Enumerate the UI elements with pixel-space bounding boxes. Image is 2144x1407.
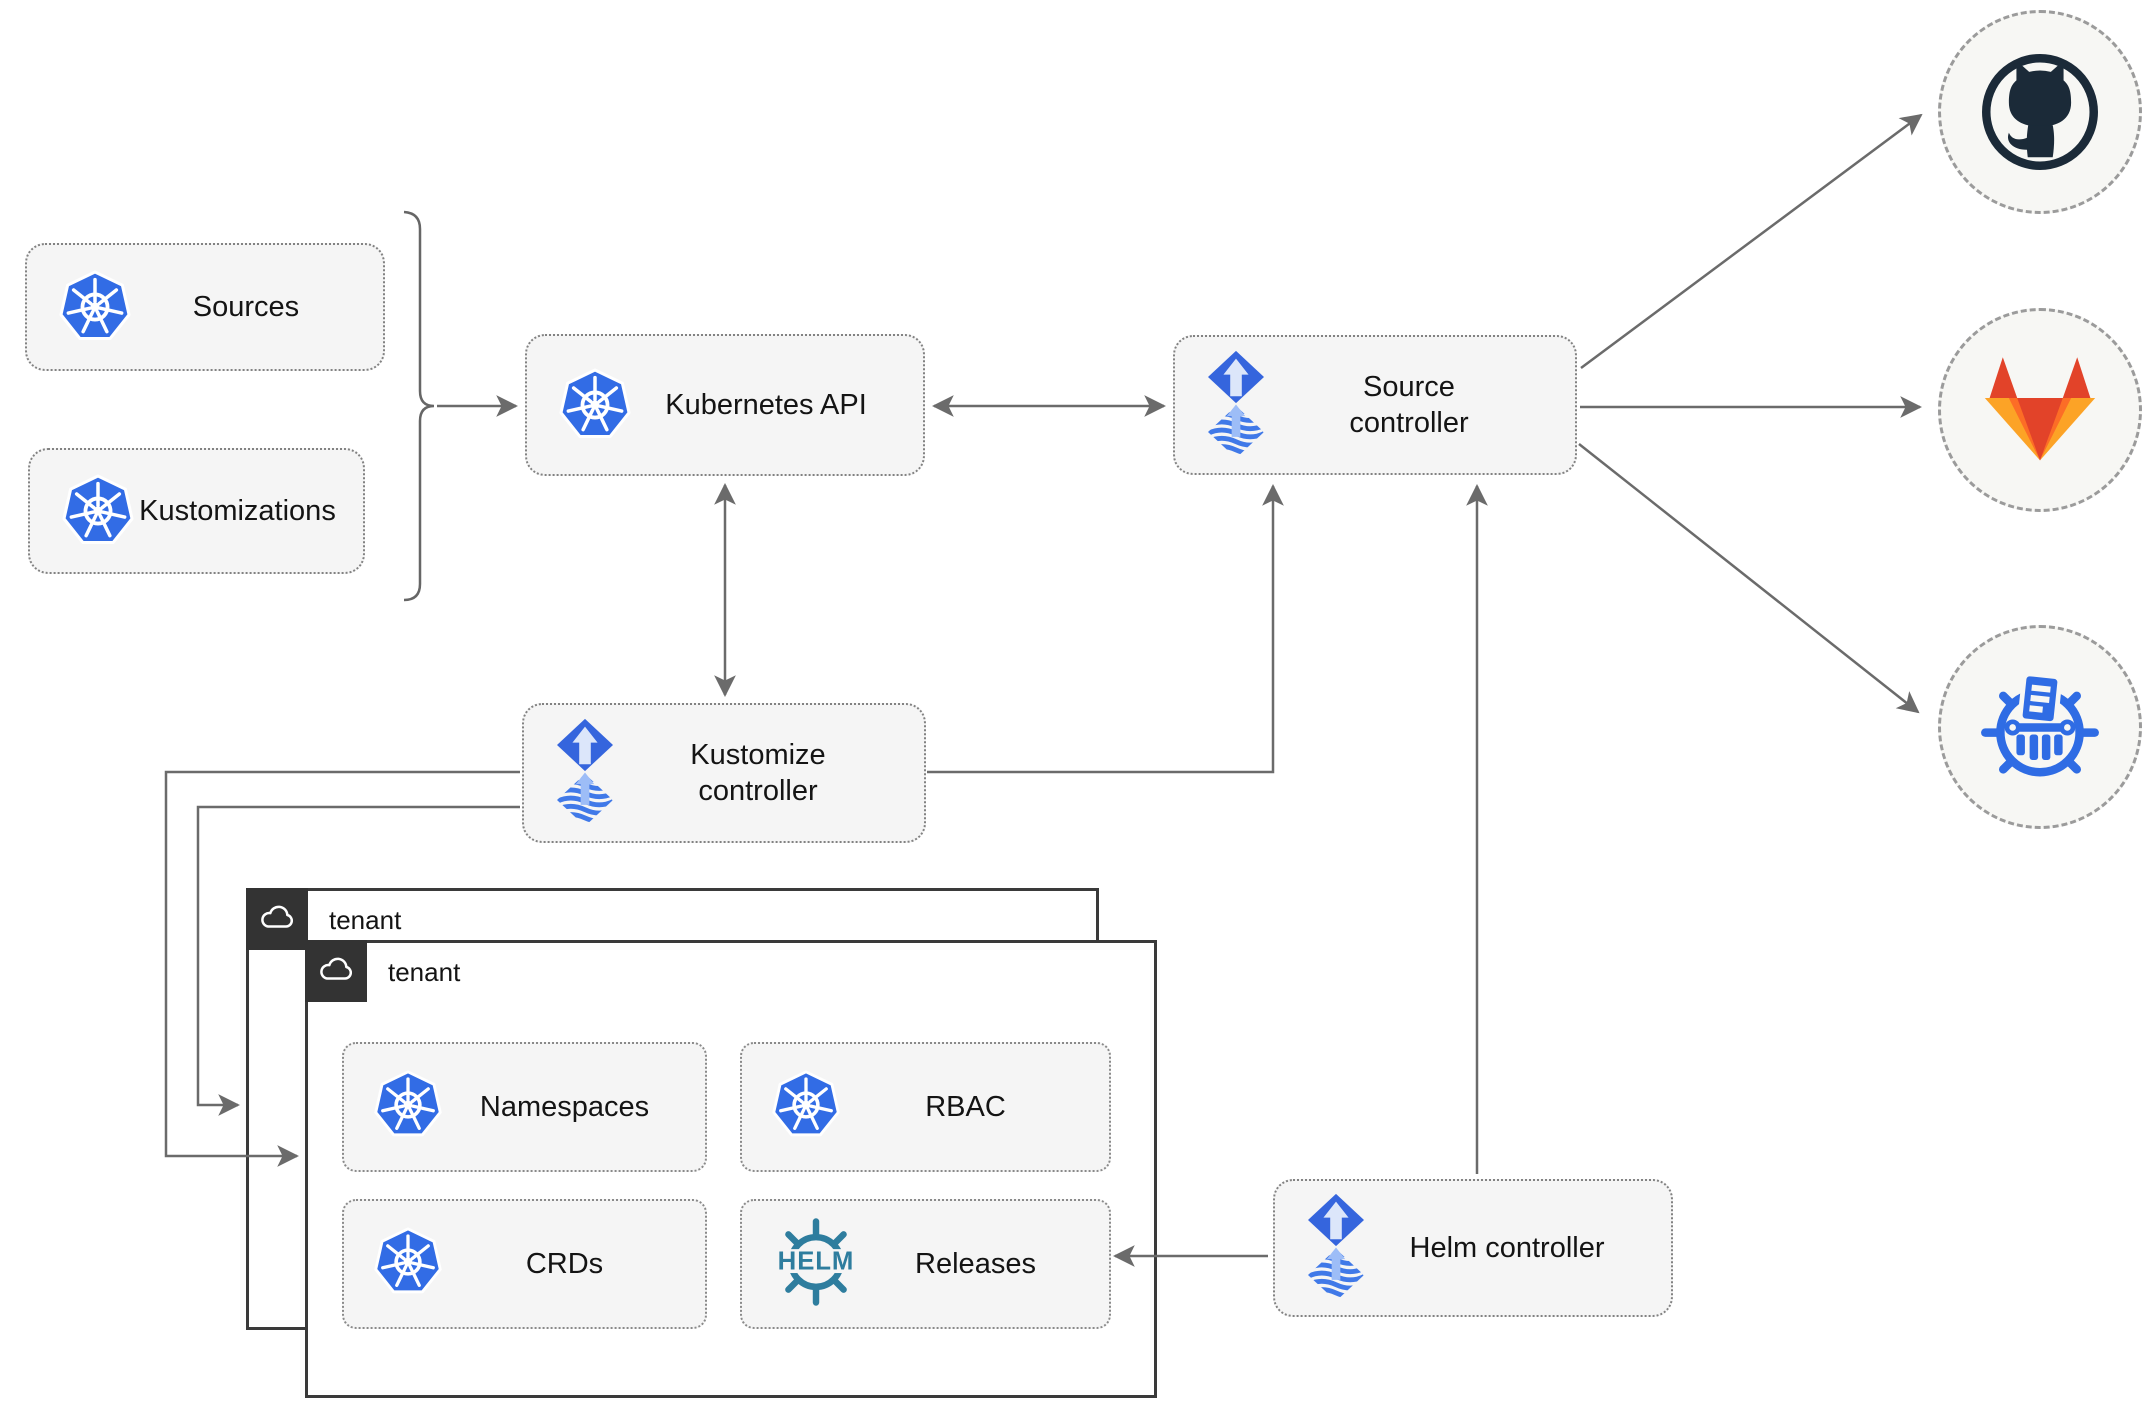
node-label: Source controller (1349, 370, 1469, 439)
node-kustomizations: Kustomizations (28, 448, 365, 574)
arrow-source-controller-to-helm-repository (1578, 443, 1920, 714)
node-namespaces: Namespaces (342, 1042, 707, 1172)
node-label: RBAC (925, 1090, 1006, 1123)
node-kubernetes-api: Kubernetes API (525, 334, 925, 476)
node-label: Releases (915, 1247, 1036, 1280)
node-label: Sources (192, 290, 300, 323)
helm-icon: HELM (770, 1216, 862, 1313)
node-label: Helm controller (1409, 1231, 1605, 1264)
brace-sources-kustomizations (403, 210, 435, 602)
node-crds: CRDs (342, 1199, 707, 1329)
flux-icon (1305, 1192, 1367, 1304)
tenant-box-front: tenant Namespaces RBAC CRDs (305, 940, 1157, 1398)
node-label: Kustomizations (139, 494, 336, 527)
node-rbac: RBAC (740, 1042, 1111, 1172)
node-label: CRDs (525, 1247, 604, 1280)
kubernetes-icon (60, 473, 136, 549)
node-helm-controller: Helm controller (1273, 1179, 1673, 1317)
cloud-icon (316, 951, 356, 991)
flux-icon (554, 717, 616, 829)
helm-logo-text: HELM (778, 1247, 855, 1275)
tenant-label: tenant (388, 957, 461, 987)
node-source-controller: Source controller (1173, 335, 1577, 475)
tenant-badge (246, 888, 308, 950)
kubernetes-icon (770, 1069, 842, 1146)
target-github (1938, 10, 2142, 214)
node-releases: HELM Releases (740, 1199, 1111, 1329)
helm-repository-icon (1974, 661, 2106, 793)
kubernetes-icon (372, 1226, 444, 1303)
kubernetes-icon (372, 1069, 444, 1146)
node-label: Kustomize controller (690, 738, 826, 807)
node-label: Namespaces (479, 1090, 650, 1123)
cloud-icon (257, 899, 297, 939)
gitlab-icon (1980, 354, 2100, 466)
kubernetes-icon (57, 269, 133, 345)
target-gitlab (1938, 308, 2142, 512)
node-label: Kubernetes API (665, 388, 867, 421)
target-helm-repository (1938, 625, 2142, 829)
node-kustomize-controller: Kustomize controller (522, 703, 926, 843)
kubernetes-icon (557, 367, 633, 443)
node-sources: Sources (25, 243, 385, 371)
arrow-source-controller-to-github (1580, 113, 1923, 370)
arrow-kustomize-controller-to-source-controller (927, 484, 1284, 774)
github-icon (1974, 46, 2106, 178)
tenant-badge (305, 940, 367, 1002)
flux-icon (1205, 349, 1267, 461)
